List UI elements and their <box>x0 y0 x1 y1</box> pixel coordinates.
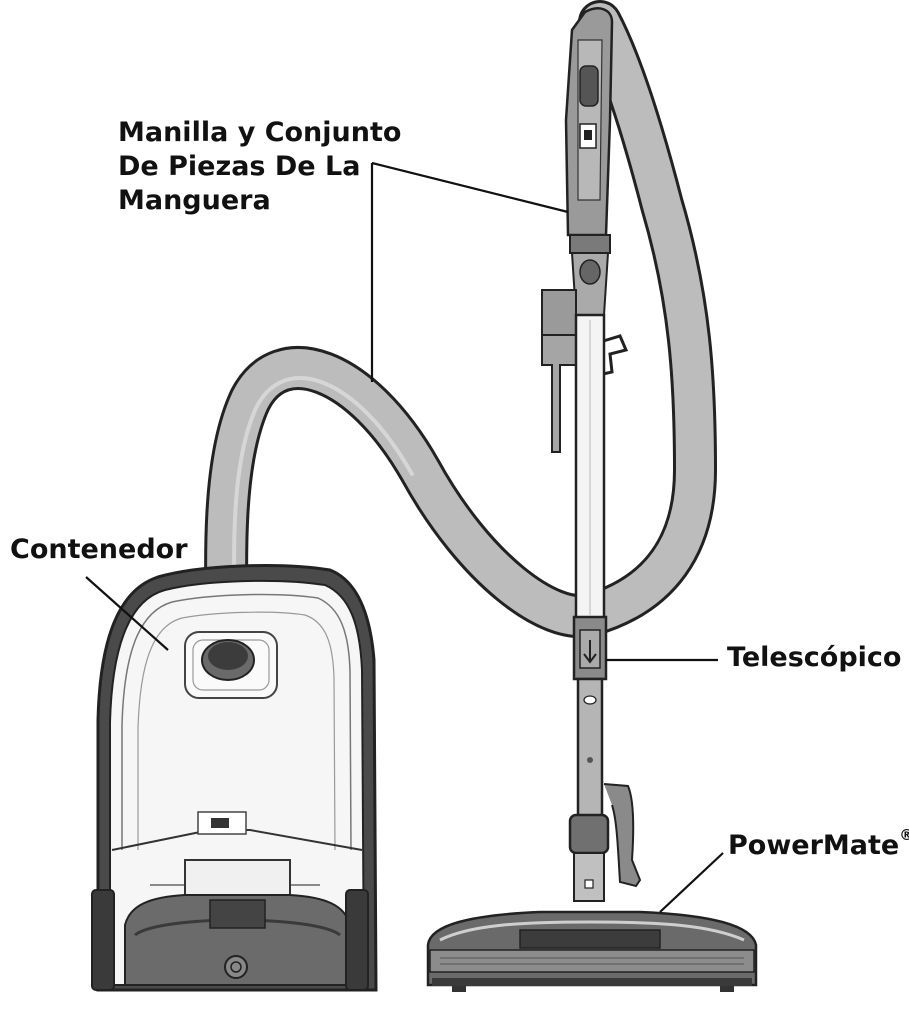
powermate-nozzle <box>426 910 758 992</box>
label-hose-and-handle-assembly: Manilla y Conjunto De Piezas De La Mangu… <box>118 116 401 218</box>
canister <box>91 564 378 992</box>
leader-powermate <box>659 852 724 913</box>
leader-hose-handle <box>371 161 569 214</box>
leader-lines <box>85 161 724 913</box>
label-telescopic: Telescópico <box>727 642 902 673</box>
label-hose-line-1: Manilla y Conjunto <box>118 117 402 148</box>
label-canister: Contenedor <box>10 534 188 565</box>
label-hose-line-3: Manguera <box>118 185 271 216</box>
label-powermate: PowerMate® <box>728 822 909 863</box>
leader-canister <box>85 576 169 651</box>
label-powermate-text: PowerMate <box>728 830 900 861</box>
wand <box>541 7 642 902</box>
label-powermate-trademark: ® <box>899 826 909 844</box>
label-hose-line-2: De Piezas De La <box>118 151 361 182</box>
